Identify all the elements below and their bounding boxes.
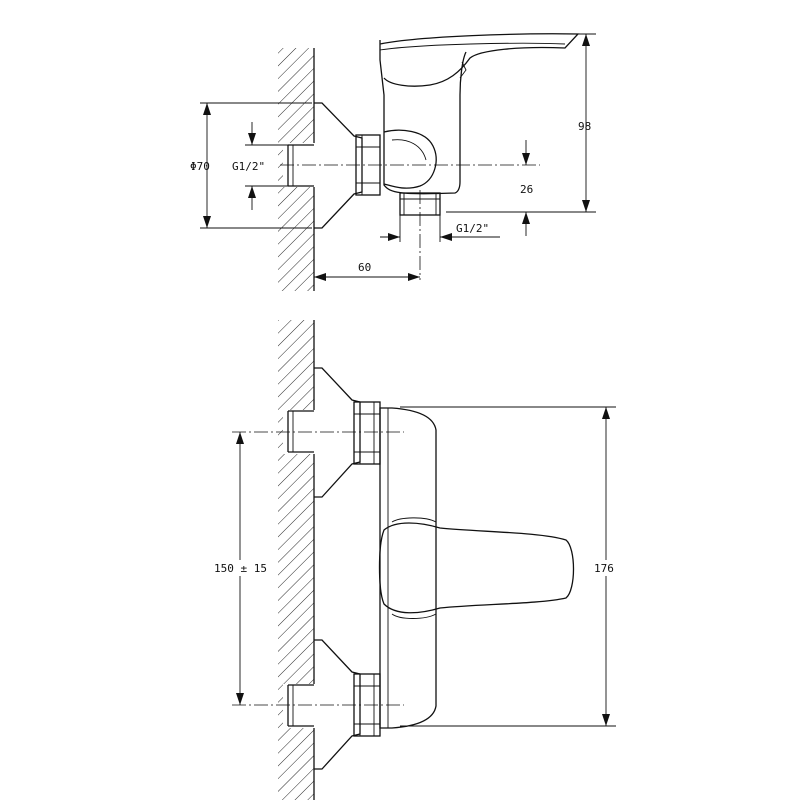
dimension-width-label: 176 [594, 562, 614, 575]
dimension-thread-inlet-label: G1/2" [232, 160, 265, 173]
cartridge-curve [383, 129, 437, 189]
lever-side [379, 33, 580, 87]
dimension-thread-outlet: G1/2" [380, 215, 500, 242]
side-view: Φ70 G1/2" 98 26 [190, 33, 596, 291]
dimension-height-label: 98 [578, 120, 591, 133]
dimension-outlet-offset-label: 26 [520, 183, 533, 196]
mixer-body-front [379, 407, 437, 729]
flange-top [314, 102, 363, 229]
front-view: 150 ± 15 176 [212, 320, 620, 800]
dimension-diameter-label: Φ70 [190, 160, 210, 173]
dimension-outlet-offset: 26 [520, 140, 533, 236]
flange-lower [314, 639, 361, 770]
dimension-width: 176 [400, 406, 620, 727]
dimension-inlet-spacing: 150 ± 15 [212, 432, 270, 705]
dimension-thread-outlet-label: G1/2" [456, 222, 489, 235]
dimension-thread-inlet: G1/2" [232, 122, 290, 210]
dimension-inlet-spacing-label: 150 ± 15 [214, 562, 267, 575]
mixer-body-side [379, 40, 467, 195]
dimension-depth: 60 [314, 261, 420, 281]
dimension-diameter: Φ70 [190, 102, 312, 229]
inlet-pipe-lower [283, 684, 315, 728]
dimension-height: 98 [446, 33, 596, 213]
hex-nut-upper [353, 401, 381, 465]
dimension-depth-label: 60 [358, 261, 371, 274]
lever-front [378, 522, 575, 614]
flange-upper [314, 367, 361, 498]
